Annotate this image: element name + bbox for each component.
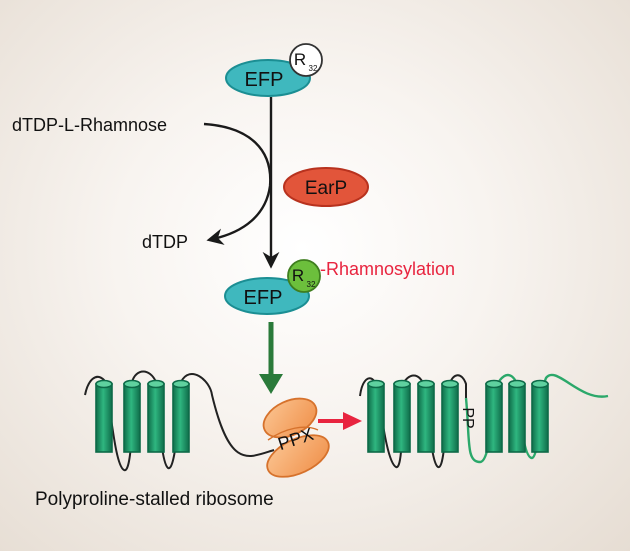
r32-bottom-main: R	[292, 266, 304, 285]
caption: Polyproline-stalled ribosome	[35, 489, 274, 510]
earp-ellipse	[283, 167, 369, 207]
r32-top-sub: 32	[309, 64, 318, 73]
right-helix-3	[417, 379, 435, 453]
r32-top-main: R	[294, 50, 306, 69]
efp-top-label: EFP	[245, 69, 284, 91]
left-helix-4	[172, 379, 190, 453]
right-helix-7	[531, 379, 549, 453]
right-helix-1	[367, 379, 385, 453]
efp-bottom-label: EFP	[244, 287, 283, 309]
rhamnosylation-label: -Rhamnosylation	[320, 259, 455, 279]
ribosome-small-subunit	[266, 434, 330, 478]
right-helix-2	[393, 379, 411, 453]
left-helix-3	[147, 379, 165, 453]
ribosome: PPX	[262, 397, 330, 478]
dtdp-label: dTDP	[142, 232, 188, 252]
efp-top-ellipse	[225, 59, 311, 97]
red-right-arrow	[318, 412, 362, 430]
pp-label: PP	[459, 407, 476, 428]
efp-unmodified: EFP R 32	[225, 43, 323, 97]
r32-unmodified-circle	[289, 43, 323, 77]
efp-bottom-ellipse	[224, 277, 310, 315]
green-down-arrow	[259, 322, 283, 394]
right-helix-6	[508, 379, 526, 453]
right-helix-4	[441, 379, 459, 453]
r32-bottom-sub: 32	[307, 280, 316, 289]
r32-modified-circle	[287, 259, 321, 293]
substrate-curve-arrow	[203, 122, 272, 245]
left-helix-1	[95, 379, 113, 453]
dtdp-rhamnose-label: dTDP-L-Rhamnose	[12, 115, 167, 135]
earp-label: EarP	[305, 178, 347, 199]
right-helix-5	[485, 379, 503, 453]
efp-rhamnosylated: EFP R 32	[224, 259, 321, 315]
earp-enzyme: EarP	[283, 167, 369, 207]
left-helix-2	[123, 379, 141, 453]
